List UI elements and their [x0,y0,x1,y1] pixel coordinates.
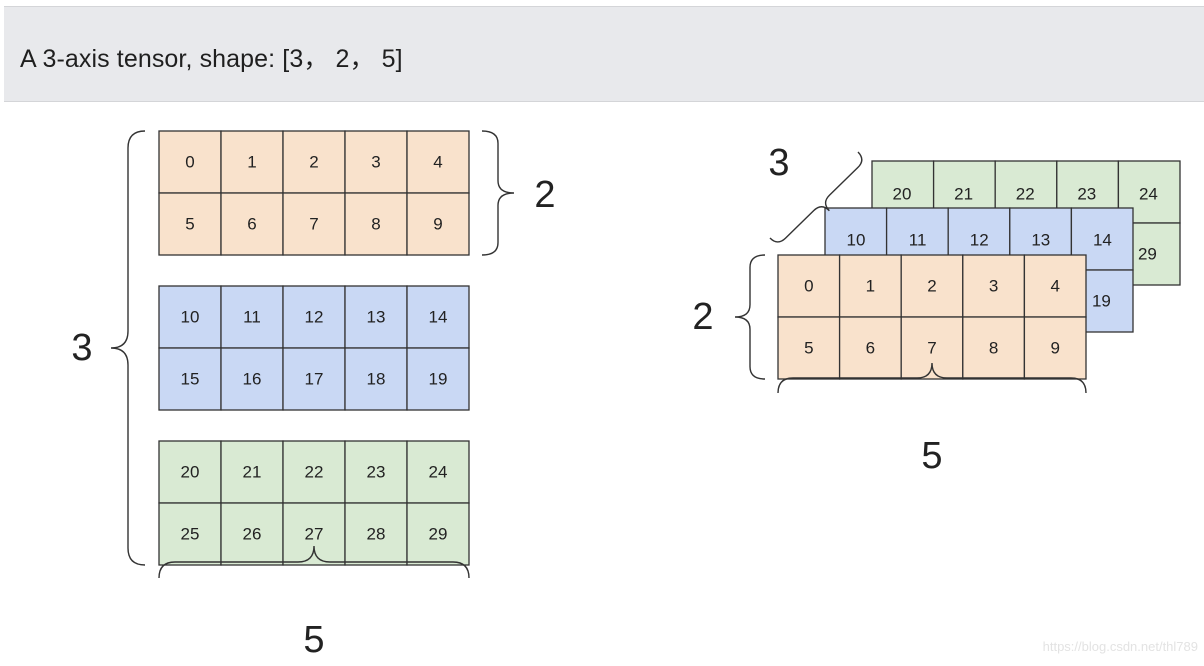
cell-value: 12 [305,308,324,327]
cell-value: 11 [909,231,927,250]
tensor-cell [158,440,222,504]
tensor-cell [900,254,964,318]
tensor-cell [282,285,346,349]
tensor-cell [406,130,470,194]
cell-value: 15 [181,370,200,389]
tensor-cell [344,440,408,504]
cell-value: 18 [367,370,386,389]
tensor-cell [344,502,408,566]
cell-value: 9 [1050,339,1059,358]
rows-label: 2 [534,174,555,216]
tensor-cell [344,130,408,194]
layers-brace [110,130,146,566]
cell-value: 10 [181,308,200,327]
rows-brace [734,254,766,380]
cell-value: 23 [367,463,386,482]
cell-value: 7 [927,339,936,358]
tensor-cell [282,130,346,194]
cell-value: 6 [866,339,875,358]
cell-value: 5 [804,339,813,358]
tensor-cell [1023,316,1087,380]
cell-value: 29 [429,525,448,544]
cell-value: 9 [433,215,442,234]
cols-label: 5 [921,435,942,477]
cell-value: 17 [305,370,324,389]
tensor-cell [777,316,841,380]
cell-value: 10 [847,231,866,250]
tensor-cell [1023,254,1087,318]
tensor-cell [220,502,284,566]
cell-value: 11 [243,308,261,327]
cell-value: 2 [927,277,936,296]
tensor-cell [220,285,284,349]
cell-value: 8 [371,215,380,234]
tensor-cell [220,192,284,256]
cell-value: 8 [989,339,998,358]
rows-label: 2 [692,296,713,338]
tensor-cell [282,192,346,256]
tensor-cell [344,285,408,349]
cell-value: 28 [367,525,386,544]
cell-value: 6 [247,215,256,234]
cell-value: 27 [305,525,324,544]
tensor-cell [406,440,470,504]
watermark: https://blog.csdn.net/thl789 [1042,639,1198,654]
cols-brace [777,362,1087,394]
cell-value: 12 [970,231,989,250]
cell-value: 4 [433,153,442,172]
tensor-cell [220,440,284,504]
cell-value: 25 [181,525,200,544]
cell-value: 22 [305,463,324,482]
cols-label: 5 [303,619,324,661]
cell-value: 2 [309,153,318,172]
cell-value: 0 [804,277,813,296]
tensor-cell [777,254,841,318]
tensor-cell [838,316,902,380]
tensor-cell [406,347,470,411]
tensor-cell [282,440,346,504]
cell-value: 20 [181,463,200,482]
cell-value: 5 [185,215,194,234]
tensor-cell [962,316,1026,380]
cell-value: 1 [247,153,256,172]
cell-value: 4 [1050,277,1059,296]
cell-value: 14 [429,308,448,327]
cell-value: 19 [1092,292,1111,311]
tensor-cell [158,192,222,256]
page-title: A 3-axis tensor, shape: [3， 2， 5] [20,45,403,73]
cell-value: 24 [1139,185,1158,204]
cell-value: 13 [1031,231,1050,250]
cell-value: 3 [371,153,380,172]
tensor-cell [406,502,470,566]
cell-value: 29 [1138,245,1157,264]
tensor-cell [406,192,470,256]
tensor-cell [344,347,408,411]
tensor-cell [282,347,346,411]
page-header: A 3-axis tensor, shape: [3， 2， 5] [4,6,1204,102]
layers-label: 3 [768,142,789,184]
cell-value: 19 [429,370,448,389]
cell-value: 7 [309,215,318,234]
cell-value: 0 [185,153,194,172]
cell-value: 20 [893,185,912,204]
tensor-cell [838,254,902,318]
cols-brace [158,545,470,579]
cell-value: 21 [243,463,262,482]
cell-value: 14 [1093,231,1112,250]
cell-value: 1 [866,277,875,296]
cell-value: 21 [954,185,973,204]
cell-value: 24 [429,463,448,482]
tensor-cell [158,347,222,411]
cell-value: 16 [243,370,262,389]
layers-label: 3 [71,327,92,369]
cell-value: 23 [1077,185,1096,204]
rows-brace [481,130,515,256]
tensor-cell [406,285,470,349]
cell-value: 26 [243,525,262,544]
cell-value: 13 [367,308,386,327]
cell-value: 22 [1016,185,1035,204]
cell-value: 3 [989,277,998,296]
